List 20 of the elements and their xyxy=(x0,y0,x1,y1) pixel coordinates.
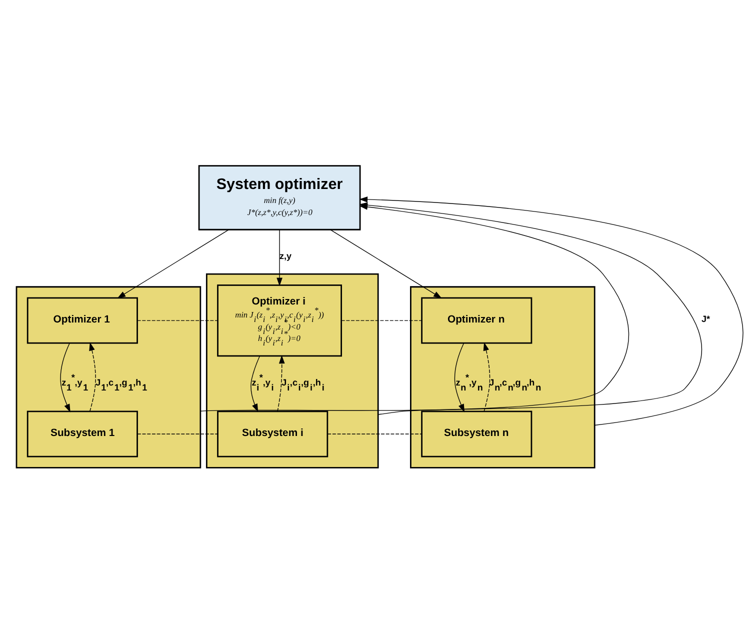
node-box: Optimizer 1 xyxy=(26,296,138,344)
cluster xyxy=(410,286,596,468)
arrow xyxy=(117,228,230,298)
arrow xyxy=(60,342,70,412)
edge-label: J* xyxy=(701,314,710,324)
connector xyxy=(137,433,218,434)
arrow xyxy=(277,354,285,412)
node-box: Subsystem n xyxy=(421,410,532,457)
node-box: Optimizer n xyxy=(421,296,532,344)
node-box: Subsystem i xyxy=(217,410,328,457)
arrow xyxy=(330,228,442,298)
arrow xyxy=(250,355,260,412)
arrow xyxy=(454,342,465,412)
arrow xyxy=(89,342,96,412)
cluster xyxy=(16,286,202,468)
node-box: Subsystem 1 xyxy=(26,410,138,457)
arrow xyxy=(483,342,490,412)
connector xyxy=(327,433,422,434)
arrow xyxy=(276,228,282,286)
cluster xyxy=(206,272,379,468)
